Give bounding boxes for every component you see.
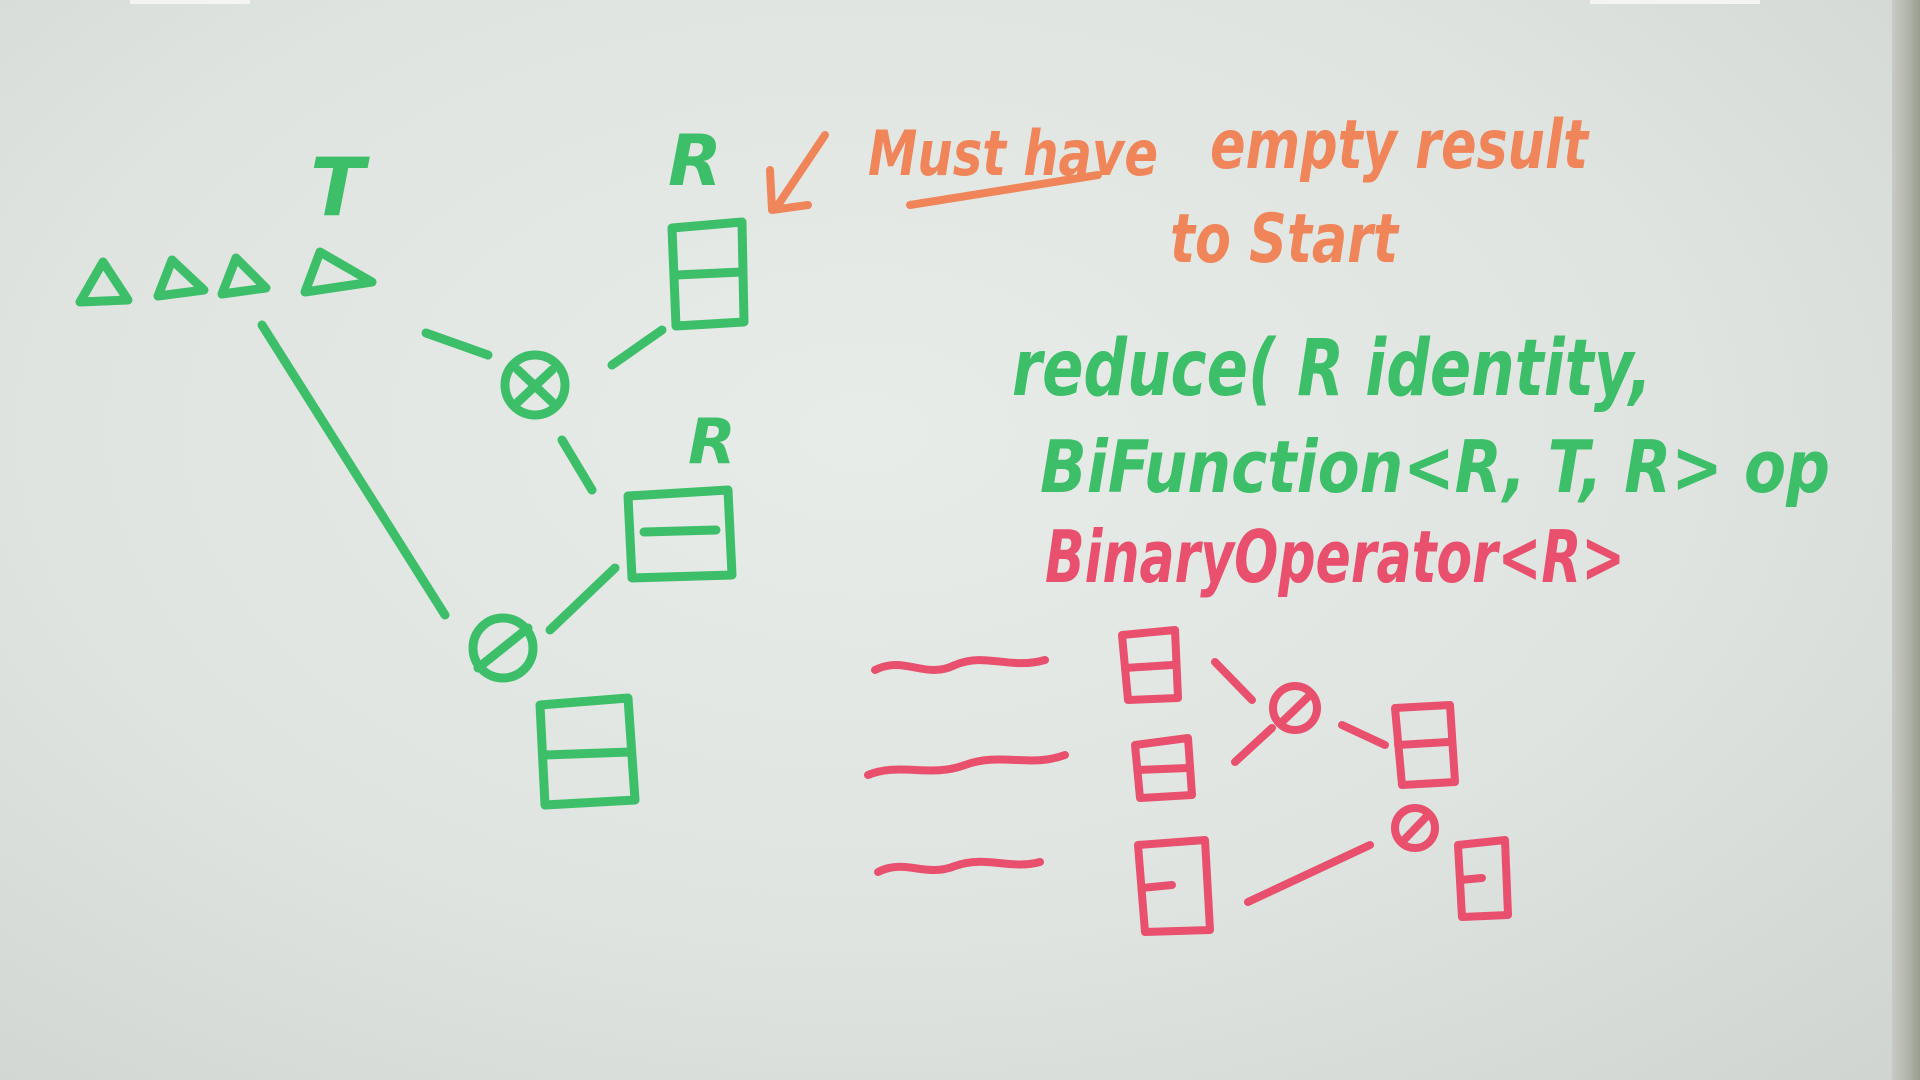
combine-operator [1391, 804, 1439, 852]
reduce-call-line: reduce( R identity, [1012, 324, 1652, 414]
stream-segment [871, 656, 1049, 674]
binary-operator-line: BinaryOperator<R> [1045, 515, 1625, 599]
combined-result-box [1391, 701, 1459, 789]
underline [906, 171, 1102, 209]
connector-line [545, 563, 620, 635]
reduce-signature: reduce( R identity, BiFunction<R, T, R> … [1012, 324, 1830, 599]
connector-line [1338, 721, 1389, 749]
partial-result-box [1131, 734, 1196, 802]
t-label: T [310, 141, 370, 234]
connector-line [607, 325, 667, 370]
connector-line [421, 328, 493, 360]
final-result-box [1454, 836, 1512, 921]
triangle-element [75, 257, 133, 307]
triangle-element [300, 247, 377, 297]
bifunction-line: BiFunction<R, T, R> op [1040, 425, 1830, 509]
note-empty-result: empty result [1210, 106, 1590, 185]
result-box-middle [623, 485, 737, 583]
partial-result-box [1118, 626, 1182, 704]
note-to-start: to Start [1170, 200, 1400, 279]
combine-operator-bottom [468, 613, 538, 683]
triangle-element [153, 255, 209, 301]
orange-note: Must have empty result to Start [766, 106, 1590, 279]
connector-line [557, 435, 597, 495]
connector-line [1231, 724, 1276, 766]
stream-segment [864, 751, 1069, 779]
frame-top-strip-left [130, 0, 250, 4]
combine-operator [1269, 682, 1321, 734]
result-box-bottom [535, 693, 640, 810]
frame-top-strip [1590, 0, 1760, 4]
stream-segment [874, 857, 1044, 876]
green-reduction-diagram: T R R [75, 120, 749, 810]
result-box-top [667, 217, 749, 331]
combine-operator-top [500, 350, 570, 420]
r-label-top: R [668, 120, 722, 202]
red-parallel-diagram [864, 626, 1512, 936]
whiteboard-frame-edge [1892, 0, 1920, 1080]
partial-result-box [1134, 836, 1214, 936]
note-must-have: Must have [868, 117, 1158, 190]
triangle-element [217, 253, 271, 299]
connector-line [1244, 841, 1374, 906]
element-flow-line [257, 320, 450, 620]
arrow-to-box [766, 131, 829, 214]
connector-line [1211, 658, 1256, 704]
r-label-mid: R [688, 405, 736, 478]
